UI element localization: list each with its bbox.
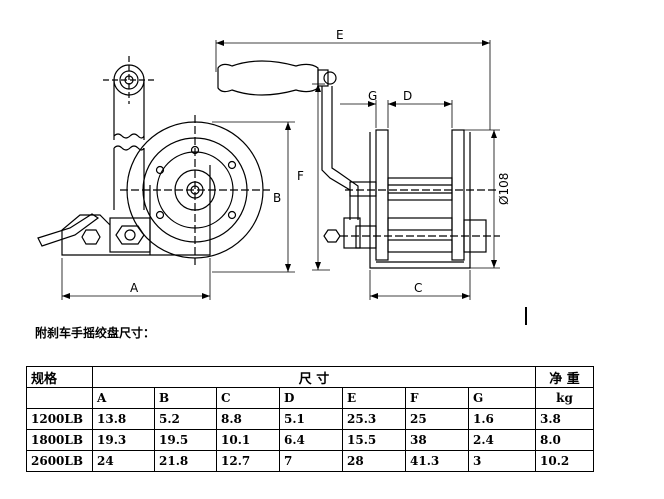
dim-label-f: F bbox=[297, 169, 304, 183]
size-header: 尺 寸 bbox=[92, 366, 536, 388]
value-cell: 41.3 bbox=[405, 450, 469, 472]
table-subheader-row: A B C D E F G kg bbox=[26, 387, 594, 409]
value-cell: 24 bbox=[92, 450, 155, 472]
side-view bbox=[37, 56, 270, 265]
value-cell: 38 bbox=[405, 429, 469, 451]
value-cell: 3 bbox=[468, 450, 536, 472]
value-cell: 25.3 bbox=[342, 408, 406, 430]
column-header-f: F bbox=[405, 387, 469, 409]
table-header-row: 规格 尺 寸 净 重 bbox=[26, 366, 594, 388]
empty-cell bbox=[26, 387, 93, 409]
weight-unit: kg bbox=[535, 387, 594, 409]
crank-handle bbox=[217, 60, 361, 249]
column-header-e: E bbox=[342, 387, 406, 409]
value-cell: 5.1 bbox=[279, 408, 343, 430]
dim-label-b: B bbox=[273, 191, 281, 205]
weight-header: 净 重 bbox=[535, 366, 594, 388]
value-cell: 12.7 bbox=[216, 450, 280, 472]
model-cell: 2600LB bbox=[26, 450, 93, 472]
dim-label-g: G bbox=[368, 89, 377, 103]
value-cell: 15.5 bbox=[342, 429, 406, 451]
value-cell: 6.4 bbox=[279, 429, 343, 451]
dim-label-a: A bbox=[130, 281, 139, 295]
dim-label-c: C bbox=[414, 281, 422, 295]
value-cell: 28 bbox=[342, 450, 406, 472]
dimension-arrows bbox=[62, 40, 497, 299]
value-cell: 25 bbox=[405, 408, 469, 430]
column-header-b: B bbox=[154, 387, 217, 409]
front-view bbox=[340, 129, 500, 269]
weight-cell: 10.2 bbox=[535, 450, 594, 472]
spec-table: 规格 尺 寸 净 重 A B C D E F G kg 1200LB 13.8 … bbox=[26, 366, 594, 472]
dim-label-diameter: Ø108 bbox=[497, 173, 511, 205]
column-header-g: G bbox=[468, 387, 536, 409]
column-header-d: D bbox=[279, 387, 343, 409]
dim-label-d: D bbox=[403, 89, 412, 103]
weight-cell: 8.0 bbox=[535, 429, 594, 451]
table-caption: 附刹车手摇绞盘尺寸： bbox=[35, 326, 156, 340]
column-header-c: C bbox=[216, 387, 280, 409]
table-row: 1800LB 19.3 19.5 10.1 6.4 15.5 38 2.4 8.… bbox=[26, 429, 594, 451]
value-cell: 19.3 bbox=[92, 429, 155, 451]
value-cell: 13.8 bbox=[92, 408, 155, 430]
winch-technical-drawing: E F B A C G D Ø108 bbox=[37, 28, 511, 300]
table-row: 2600LB 24 21.8 12.7 7 28 41.3 3 10.2 bbox=[26, 450, 594, 472]
value-cell: 1.6 bbox=[468, 408, 536, 430]
value-cell: 8.8 bbox=[216, 408, 280, 430]
value-cell: 10.1 bbox=[216, 429, 280, 451]
table-row: 1200LB 13.8 5.2 8.8 5.1 25.3 25 1.6 3.8 bbox=[26, 408, 594, 430]
value-cell: 7 bbox=[279, 450, 343, 472]
value-cell: 19.5 bbox=[154, 429, 217, 451]
weight-cell: 3.8 bbox=[535, 408, 594, 430]
text-cursor bbox=[525, 307, 527, 325]
dimension-lines bbox=[61, 40, 500, 300]
model-cell: 1800LB bbox=[26, 429, 93, 451]
value-cell: 2.4 bbox=[468, 429, 536, 451]
value-cell: 5.2 bbox=[154, 408, 217, 430]
dim-label-e: E bbox=[336, 28, 344, 42]
model-cell: 1200LB bbox=[26, 408, 93, 430]
value-cell: 21.8 bbox=[154, 450, 217, 472]
column-header-a: A bbox=[92, 387, 155, 409]
spec-header: 规格 bbox=[26, 366, 93, 388]
